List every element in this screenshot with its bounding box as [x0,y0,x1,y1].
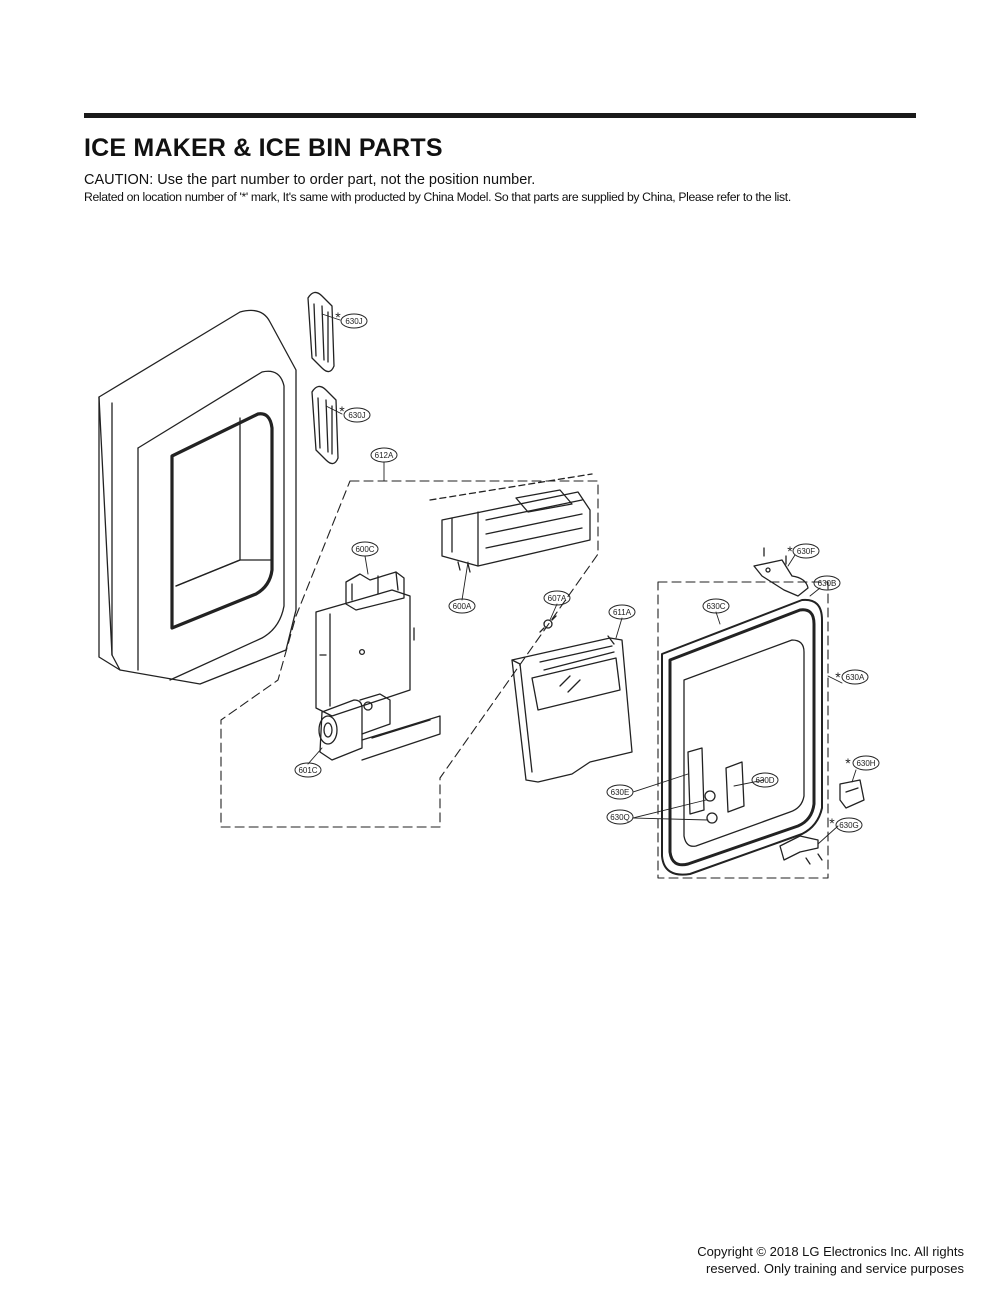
asterisk-630a: * [835,669,841,685]
asterisk-630h: * [845,755,851,771]
label-630f: 630F [797,547,815,556]
label-600a: 600A [453,602,472,611]
label-630j-lower: 630J [348,411,365,420]
copyright-line-1: Copyright © 2018 LG Electronics Inc. All… [697,1244,964,1259]
screw-607a [539,615,557,633]
label-607a: 607A [548,594,567,603]
label-630q: 630Q [610,813,630,822]
motor-601c [318,693,441,761]
page-title: ICE MAKER & ICE BIN PARTS [84,134,443,162]
vent-630j-lower [311,385,339,465]
label-630e: 630E [611,788,630,797]
asterisk-630j-lower: * [339,403,345,419]
caution-text: CAUTION: Use the part number to order pa… [84,172,536,188]
ice-maker-assembly-600a [429,473,593,573]
ice-bin-door-630a [661,598,823,876]
label-600c: 600C [355,545,374,554]
ice-bin-cover-611a [511,635,633,783]
copyright-line-2: reserved. Only training and service purp… [706,1261,964,1276]
part-630h [839,779,865,809]
china-model-note: Related on location number of '*' mark, … [84,190,791,204]
label-630a: 630A [846,673,865,682]
door-liner-housing [98,309,297,685]
label-630j-upper: 630J [345,317,362,326]
label-630h: 630H [856,759,875,768]
label-601c: 601C [298,766,317,775]
label-611a: 611A [613,608,632,617]
hinge-630f [753,547,809,597]
ice-maker-bracket-600c [315,571,415,717]
label-630c: 630C [706,602,725,611]
hinge-630g [779,835,823,865]
copyright-notice: Copyright © 2018 LG Electronics Inc. All… [697,1243,964,1277]
label-630b: 630B [818,579,837,588]
asterisk-630f: * [787,543,793,559]
asterisk-630j-upper: * [335,309,341,325]
position-label-ellipses [294,313,880,833]
asterisk-630g: * [829,815,835,831]
label-630d: 630D [755,776,774,785]
vent-630j-upper [307,291,335,373]
label-630g: 630G [839,821,859,830]
label-612a: 612A [375,451,394,460]
header-rule [84,113,916,118]
